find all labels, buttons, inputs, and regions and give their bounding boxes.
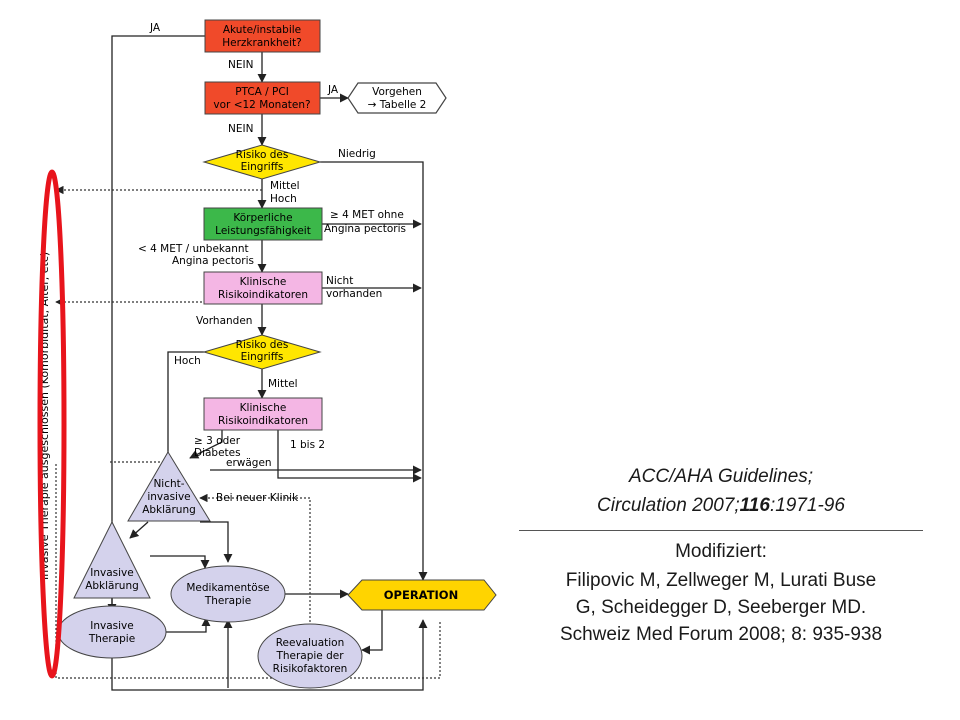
svg-text:erwägen: erwägen xyxy=(226,457,272,469)
svg-text:Mittel: Mittel xyxy=(270,180,300,192)
node-akute: Akute/instabile Herzkrankheit? xyxy=(204,19,321,53)
node-medikamentoese: Medikamentöse Therapie xyxy=(170,565,286,623)
dotted-connectors xyxy=(55,185,441,679)
svg-text:Angina pectoris: Angina pectoris xyxy=(172,255,254,267)
svg-text:Risikofaktoren: Risikofaktoren xyxy=(273,663,348,675)
highlight-ellipse xyxy=(37,169,67,679)
node-nicht-invasive: Nicht- invasive Abklärung xyxy=(127,451,211,522)
flowchart: Akute/instabile Herzkrankheit? PTCA / PC… xyxy=(37,19,497,691)
node-reevaluation: Reevaluation Therapie der Risikofaktoren xyxy=(257,623,363,689)
svg-text:PTCA / PCI: PTCA / PCI xyxy=(235,86,289,98)
svg-text:Niedrig: Niedrig xyxy=(338,148,376,160)
svg-text:JA: JA xyxy=(149,22,161,34)
svg-text:Risikoindikatoren: Risikoindikatoren xyxy=(218,415,308,427)
svg-text:Abklärung: Abklärung xyxy=(142,504,196,516)
svg-text:Abklärung: Abklärung xyxy=(85,580,139,592)
citation-divider xyxy=(519,530,923,531)
node-ptca: PTCA / PCI vor <12 Monaten? xyxy=(204,81,321,115)
svg-text:Hoch: Hoch xyxy=(270,193,297,205)
svg-text:Mittel: Mittel xyxy=(268,378,298,390)
svg-text:Nicht: Nicht xyxy=(326,275,353,287)
svg-text:Therapie: Therapie xyxy=(204,595,251,607)
svg-text:NEIN: NEIN xyxy=(228,123,253,135)
reference-line: Filipovic M, Zellweger M, Lurati Buse xyxy=(565,570,877,591)
node-klinische-2: Klinische Risikoindikatoren xyxy=(203,397,323,431)
svg-text:Therapie der: Therapie der xyxy=(275,650,344,662)
svg-text:Klinische: Klinische xyxy=(240,276,287,288)
svg-text:Bei neuer Klinik: Bei neuer Klinik xyxy=(216,492,299,504)
svg-text:Invasive: Invasive xyxy=(90,567,133,579)
svg-text:≥ 4 MET ohne: ≥ 4 MET ohne xyxy=(330,209,404,221)
svg-text:Risiko des: Risiko des xyxy=(236,149,289,161)
svg-text:OPERATION: OPERATION xyxy=(384,588,458,602)
node-risiko-2: Risiko des Eingriffs xyxy=(202,334,322,370)
citation-journal: Circulation 2007;116:1971-96 xyxy=(597,495,845,516)
svg-text:Klinische: Klinische xyxy=(240,402,287,414)
edge-labels: JA NEIN JA NEIN Niedrig Mittel Hoch ≥ 4 … xyxy=(138,22,406,504)
node-risiko-1: Risiko des Eingriffs xyxy=(202,144,322,180)
svg-text:Risikoindikatoren: Risikoindikatoren xyxy=(218,289,308,301)
svg-text:Herzkrankheit?: Herzkrankheit? xyxy=(222,37,301,49)
svg-text:→ Tabelle 2: → Tabelle 2 xyxy=(368,99,427,111)
node-vorgehen: Vorgehen → Tabelle 2 xyxy=(347,82,447,114)
svg-text:Nicht-: Nicht- xyxy=(153,478,184,490)
svg-text:Medikamentöse: Medikamentöse xyxy=(186,582,269,594)
svg-text:invasive: invasive xyxy=(147,491,190,503)
modified-label: Modifiziert: xyxy=(675,541,767,562)
citation-volume: 116 xyxy=(739,495,770,516)
svg-text:≥ 3 oder: ≥ 3 oder xyxy=(194,435,241,447)
citation-title: ACC/AHA Guidelines; xyxy=(628,466,814,487)
reference-line: G, Scheidegger D, Seeberger MD. xyxy=(575,597,867,618)
svg-text:Hoch: Hoch xyxy=(174,355,201,367)
svg-text:Diabetes: Diabetes xyxy=(194,447,241,459)
node-klinische-1: Klinische Risikoindikatoren xyxy=(203,271,323,305)
svg-text:Vorgehen: Vorgehen xyxy=(372,86,422,98)
svg-text:vorhanden: vorhanden xyxy=(326,288,382,300)
connector-lines xyxy=(107,35,428,691)
svg-text:Risiko des: Risiko des xyxy=(236,339,289,351)
reference-line: Schweiz Med Forum 2008; 8: 935-938 xyxy=(559,624,883,645)
svg-text:Reevaluation: Reevaluation xyxy=(276,637,345,649)
svg-text:Therapie: Therapie xyxy=(88,633,135,645)
svg-text:Akute/instabile: Akute/instabile xyxy=(223,24,301,36)
svg-text:Invasive: Invasive xyxy=(90,620,133,632)
node-invasive-abklaerung: Invasive Abklärung xyxy=(73,520,151,599)
svg-text:1 bis 2: 1 bis 2 xyxy=(290,439,325,451)
svg-text:Eingriffs: Eingriffs xyxy=(241,161,284,173)
svg-text:vor <12 Monaten?: vor <12 Monaten? xyxy=(213,99,310,111)
svg-text:Körperliche: Körperliche xyxy=(233,212,292,224)
svg-text:Leistungsfähigkeit: Leistungsfähigkeit xyxy=(215,225,311,237)
svg-text:< 4 MET / unbekannt: < 4 MET / unbekannt xyxy=(138,243,249,255)
citation-block: ACC/AHA Guidelines; Circulation 2007;116… xyxy=(505,462,937,648)
node-koerperliche: Körperliche Leistungsfähigkeit xyxy=(203,207,323,241)
svg-text:Eingriffs: Eingriffs xyxy=(241,351,284,363)
node-operation: OPERATION xyxy=(347,579,497,611)
svg-text:Angina pectoris: Angina pectoris xyxy=(324,223,406,235)
svg-text:Vorhanden: Vorhanden xyxy=(196,315,252,327)
node-invasive-therapie: Invasive Therapie xyxy=(57,605,167,659)
svg-text:JA: JA xyxy=(327,84,339,96)
svg-text:NEIN: NEIN xyxy=(228,59,253,71)
